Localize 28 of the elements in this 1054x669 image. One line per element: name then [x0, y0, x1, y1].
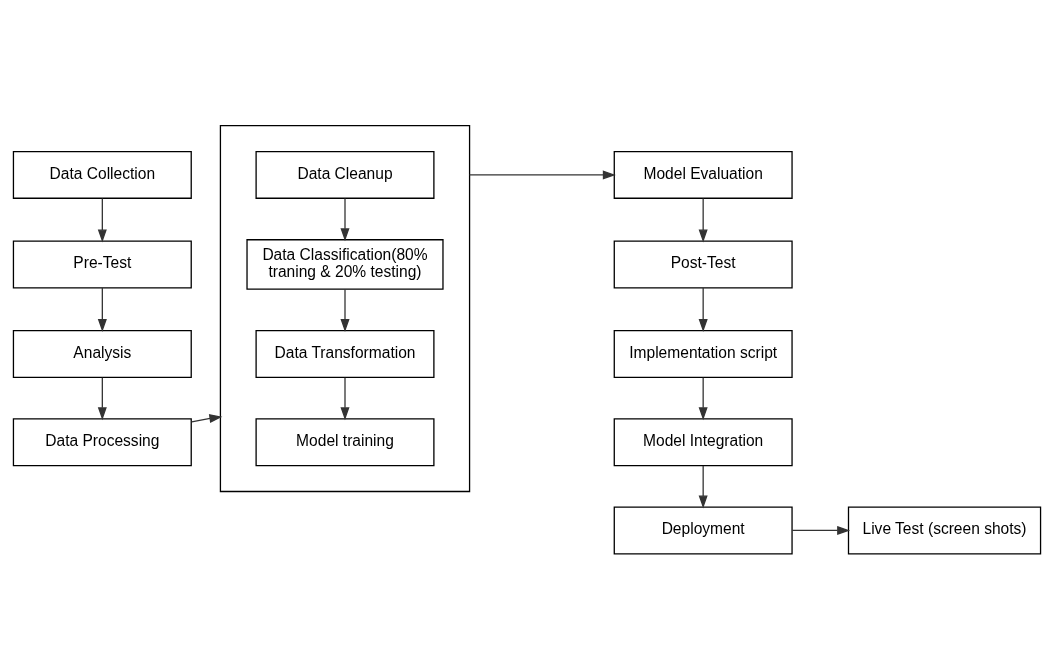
cluster: [219, 124, 471, 493]
node-box: Model Integration: [613, 418, 793, 467]
arrow: [340, 377, 350, 421]
arrow: [698, 197, 708, 243]
node-box: Data Collection: [12, 150, 192, 199]
node-box: Post-Test: [613, 240, 793, 289]
arrow: [791, 525, 851, 535]
node-box: Live Test (screen shots): [847, 506, 1042, 555]
node-box: Model Evaluation: [613, 150, 793, 199]
arrow: [340, 197, 350, 242]
arrow: [468, 170, 616, 180]
node-box: Data Cleanup: [255, 150, 435, 199]
node-box: Deployment: [613, 506, 793, 555]
arrow: [698, 377, 708, 421]
arrow: [97, 287, 107, 332]
arrow: [698, 287, 708, 332]
arrow: [191, 413, 223, 423]
arrow: [340, 288, 350, 333]
node-box: Implementation script: [613, 329, 793, 378]
node-box: Model training: [255, 418, 435, 467]
node-box: Data Processing: [12, 418, 192, 467]
node-box: Data Transformation: [255, 329, 435, 378]
node-box: Analysis: [12, 329, 192, 378]
node-box: Pre-Test: [12, 240, 192, 289]
node-box: Data Classification(80% traning & 20% testing): [246, 239, 444, 290]
arrow: [97, 377, 107, 421]
arrow: [97, 197, 107, 243]
arrow: [698, 465, 708, 509]
